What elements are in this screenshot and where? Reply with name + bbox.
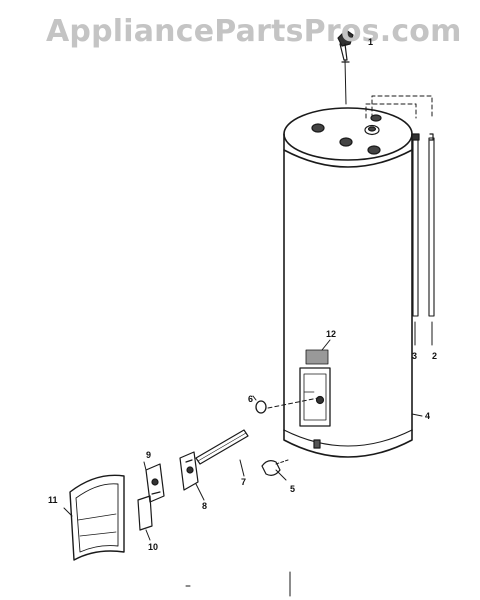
callout-2: 2 (432, 351, 438, 361)
callout-1: 1 (368, 37, 374, 47)
leader-4 (411, 413, 423, 417)
part-10-bracket (137, 495, 153, 541)
callout-5: 5 (290, 484, 296, 494)
part-11-access-cover (63, 474, 125, 561)
callout-8: 8 (202, 501, 208, 511)
part-4-tank (283, 107, 413, 458)
callout-4: 4 (425, 411, 431, 421)
element-dashed-line (267, 397, 319, 409)
dashed-connection-lines (365, 95, 433, 119)
part-6-gasket (252, 395, 267, 414)
part-12-label (305, 349, 329, 365)
callout-11: 11 (48, 495, 58, 505)
part-7-heating-element (195, 429, 249, 477)
part-2-dip-tube (428, 133, 435, 346)
part-8-bracket (179, 451, 205, 501)
callout-9: 9 (146, 450, 152, 460)
part-1-top-fitting (337, 29, 354, 105)
callout-10: 10 (148, 542, 159, 552)
callout-7: 7 (241, 477, 247, 487)
leader-12 (321, 339, 331, 351)
watermark-text: AppliancePartsPros.com (46, 14, 462, 49)
part-9-thermostat (143, 461, 165, 503)
part-5-drain-valve (261, 459, 289, 481)
callout-3: 3 (412, 351, 418, 361)
callout-6: 6 (248, 394, 254, 404)
part-3-dip-tube (411, 133, 420, 346)
callout-12: 12 (326, 329, 337, 339)
